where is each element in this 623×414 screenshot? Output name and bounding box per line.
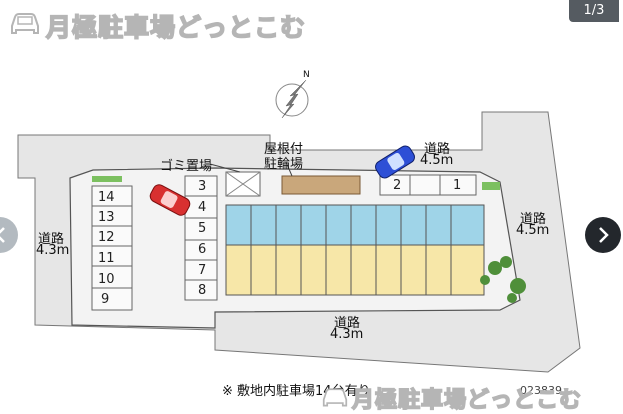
space-10: 10 — [98, 272, 115, 287]
road-right-name: 道路 — [520, 212, 547, 227]
brand-name: 月極駐車場どっとこむ — [45, 12, 307, 43]
space-14: 14 — [98, 190, 115, 205]
space-4: 4 — [198, 200, 207, 215]
red-car — [149, 184, 191, 216]
north-arrow — [275, 79, 309, 119]
chevron-left-icon — [0, 227, 5, 243]
road-top-width: 4.5m — [420, 153, 454, 168]
space-2: 2 — [393, 178, 402, 193]
space-12: 12 — [98, 230, 115, 245]
space-13: 13 — [98, 210, 115, 225]
brand-logo: 月極駐車場どっとこむ — [8, 6, 308, 43]
space-7: 7 — [198, 263, 207, 278]
next-button[interactable] — [585, 217, 621, 253]
garbage-area-label: ゴミ置場 — [160, 159, 213, 174]
road-right-width: 4.5m — [516, 223, 550, 238]
road-bottom-name: 道路 — [334, 316, 361, 331]
space-9: 9 — [101, 292, 110, 307]
bike-parking-label-1: 屋根付 — [264, 142, 304, 157]
space-6: 6 — [198, 242, 207, 257]
road-bottom-width: 4.3m — [330, 327, 364, 342]
listing-code: 023839 — [520, 384, 562, 397]
page-counter: 1/3 — [569, 0, 619, 22]
space-8: 8 — [198, 283, 207, 298]
brand-name-bottom: 月極駐車場どっとこむ — [351, 387, 583, 414]
space-11: 11 — [98, 251, 115, 266]
bike-parking-label-2: 駐輪場 — [264, 157, 304, 172]
prev-button[interactable] — [0, 217, 18, 253]
bike-parking — [281, 175, 361, 195]
space-3: 3 — [198, 179, 207, 194]
chevron-right-icon — [599, 227, 609, 243]
space-1: 1 — [453, 178, 462, 193]
car-icon — [11, 13, 39, 34]
north-label: N — [303, 70, 310, 80]
space-5: 5 — [198, 221, 207, 236]
trees — [480, 256, 526, 303]
brand-logo-bottom: 月極駐車場どっとこむ — [320, 382, 620, 414]
road-top-name: 道路 — [424, 142, 451, 157]
blue-car — [375, 145, 415, 179]
car-icon — [322, 388, 348, 407]
road-left-name: 道路 — [38, 232, 65, 247]
road-left-width: 4.3m — [36, 243, 70, 258]
